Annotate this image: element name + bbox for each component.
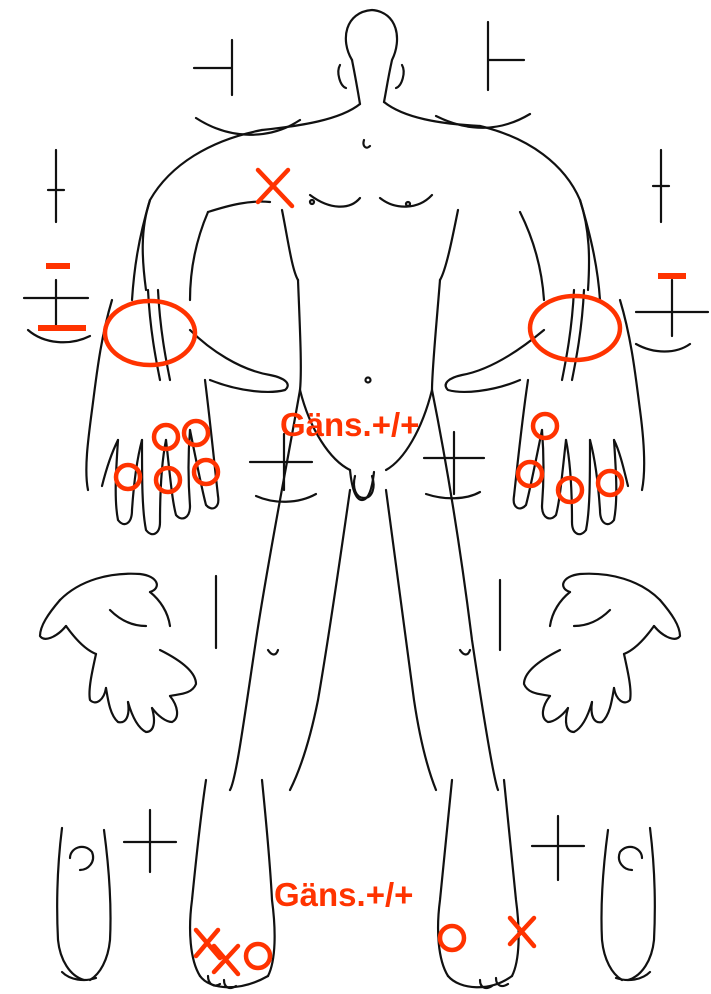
right-toe-circle-marker [440, 926, 464, 950]
right-toe-cross-marker [510, 918, 534, 946]
joint-circle-marker [156, 468, 180, 492]
lower-annotation-label: Gäns.+/+ [274, 878, 413, 911]
legs-outline [230, 390, 498, 790]
left-toe-cross-marker [214, 946, 238, 974]
right-palm-outline [524, 574, 680, 732]
right-arm-outline [446, 200, 644, 534]
right-wrist-circle-marker [530, 296, 620, 360]
upper-annotation-label: Gäns.+/+ [280, 408, 419, 441]
head-outline [262, 10, 480, 130]
left-sole-outline [57, 828, 110, 980]
joint-circle-marker [598, 471, 622, 495]
joint-circle-marker [533, 414, 557, 438]
joint-circle-marker [518, 462, 542, 486]
scale-marks [24, 22, 708, 880]
right-foot-outline [438, 780, 519, 988]
left-foot-outline [190, 780, 275, 988]
left-toe-cross-marker [196, 930, 220, 958]
red-annotations [105, 170, 622, 974]
left-toe-circle-marker [246, 944, 270, 968]
joint-circle-marker [116, 465, 140, 489]
left-palm-outline [40, 574, 196, 732]
torso-outline [143, 126, 589, 390]
right-sole-outline [601, 828, 654, 980]
joint-circle-marker [184, 421, 208, 445]
